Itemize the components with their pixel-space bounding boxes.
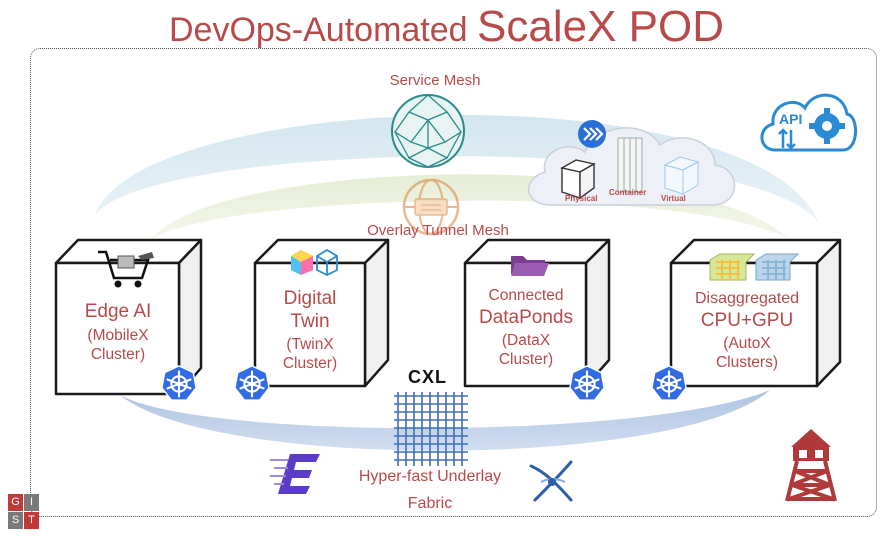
- logo-s: S: [8, 512, 23, 529]
- api-text: API: [779, 111, 802, 127]
- cloud-physical-label: Physical: [565, 194, 598, 203]
- title-prefix: DevOps-Automated: [168, 11, 478, 49]
- cluster-digital-twin-line3: (TwinX: [286, 336, 334, 354]
- logo-i: I: [24, 494, 39, 511]
- cluster-dataponds-line4: Cluster): [498, 350, 554, 368]
- cloud-icon: [527, 120, 736, 206]
- kubernetes-icon: [569, 365, 605, 401]
- cluster-digital-twin-line4: Cluster): [282, 355, 338, 373]
- shopping-cart-icon: [98, 250, 154, 288]
- cluster-dataponds-line1: Connected: [488, 287, 564, 304]
- cluster-edge-ai-label: Edge AI (MobileX Cluster): [60, 300, 176, 365]
- cluster-digital-twin-line2: Twin: [290, 311, 330, 333]
- logo-t: T: [24, 512, 39, 529]
- digital-twin-cubes-icon: [291, 248, 338, 276]
- service-mesh-sphere-icon: [391, 94, 465, 168]
- folder-icon: [511, 256, 549, 276]
- kubernetes-icon: [234, 365, 270, 401]
- cluster-disaggregated-line4: Clusters): [715, 353, 778, 371]
- kubernetes-icon: [651, 365, 687, 401]
- cluster-dataponds-label: Connected DataPonds (DataX Cluster): [466, 287, 586, 370]
- cluster-edge-ai-line1: Edge AI: [84, 301, 152, 322]
- fast-ethernet-icon: [270, 454, 320, 494]
- cluster-dataponds-line2: DataPonds: [478, 306, 573, 328]
- cxl-text: CXL: [408, 367, 447, 387]
- cluster-disaggregated-line3: (AutoX: [723, 334, 771, 352]
- api-cloud-icon: API: [760, 93, 857, 152]
- cloud-container-label: Container: [609, 188, 647, 197]
- cluster-disaggregated-label: Disaggregated CPU+GPU (AutoX Clusters): [680, 289, 814, 373]
- overlay-mesh-label: Overlay Tunnel Mesh: [367, 222, 509, 239]
- watch-tower-icon: [785, 429, 837, 502]
- kubernetes-icon: [161, 365, 197, 401]
- cluster-dataponds-line3: (DataX: [501, 332, 551, 350]
- cloud-virtual-label: Virtual: [661, 194, 686, 203]
- cxl-logo: CXL: [408, 367, 447, 388]
- cluster-edge-ai-line2: (MobileX: [87, 327, 149, 345]
- service-mesh-label: Service Mesh: [389, 72, 481, 89]
- cluster-edge-ai-line3: Cluster): [90, 346, 146, 364]
- cluster-digital-twin-label: Digital Twin (TwinX Cluster): [256, 287, 364, 374]
- pod-frame: [30, 48, 877, 517]
- underlay-label-line2: Fabric: [407, 495, 453, 512]
- underlay-label-line1: Hyper-fast Underlay: [358, 468, 502, 485]
- cube-digital-twin: [253, 238, 390, 388]
- cube-connected-dataponds: [463, 238, 611, 388]
- title-main: ScaleX POD: [477, 2, 724, 51]
- fabric-grid-icon: [394, 392, 468, 466]
- cpu-gpu-chips-icon: [709, 253, 800, 281]
- cluster-disaggregated-line1: Disaggregated: [694, 290, 800, 307]
- overlay-globe-icon: [402, 178, 460, 236]
- cube-disaggregated: [669, 238, 842, 388]
- page-title: DevOps-Automated ScaleX POD: [0, 2, 893, 52]
- cluster-digital-twin-line1: Digital: [283, 288, 337, 309]
- logo-g: G: [8, 494, 23, 511]
- cluster-disaggregated-line2: CPU+GPU: [700, 309, 794, 331]
- interconnect-swirl-icon: [529, 460, 573, 502]
